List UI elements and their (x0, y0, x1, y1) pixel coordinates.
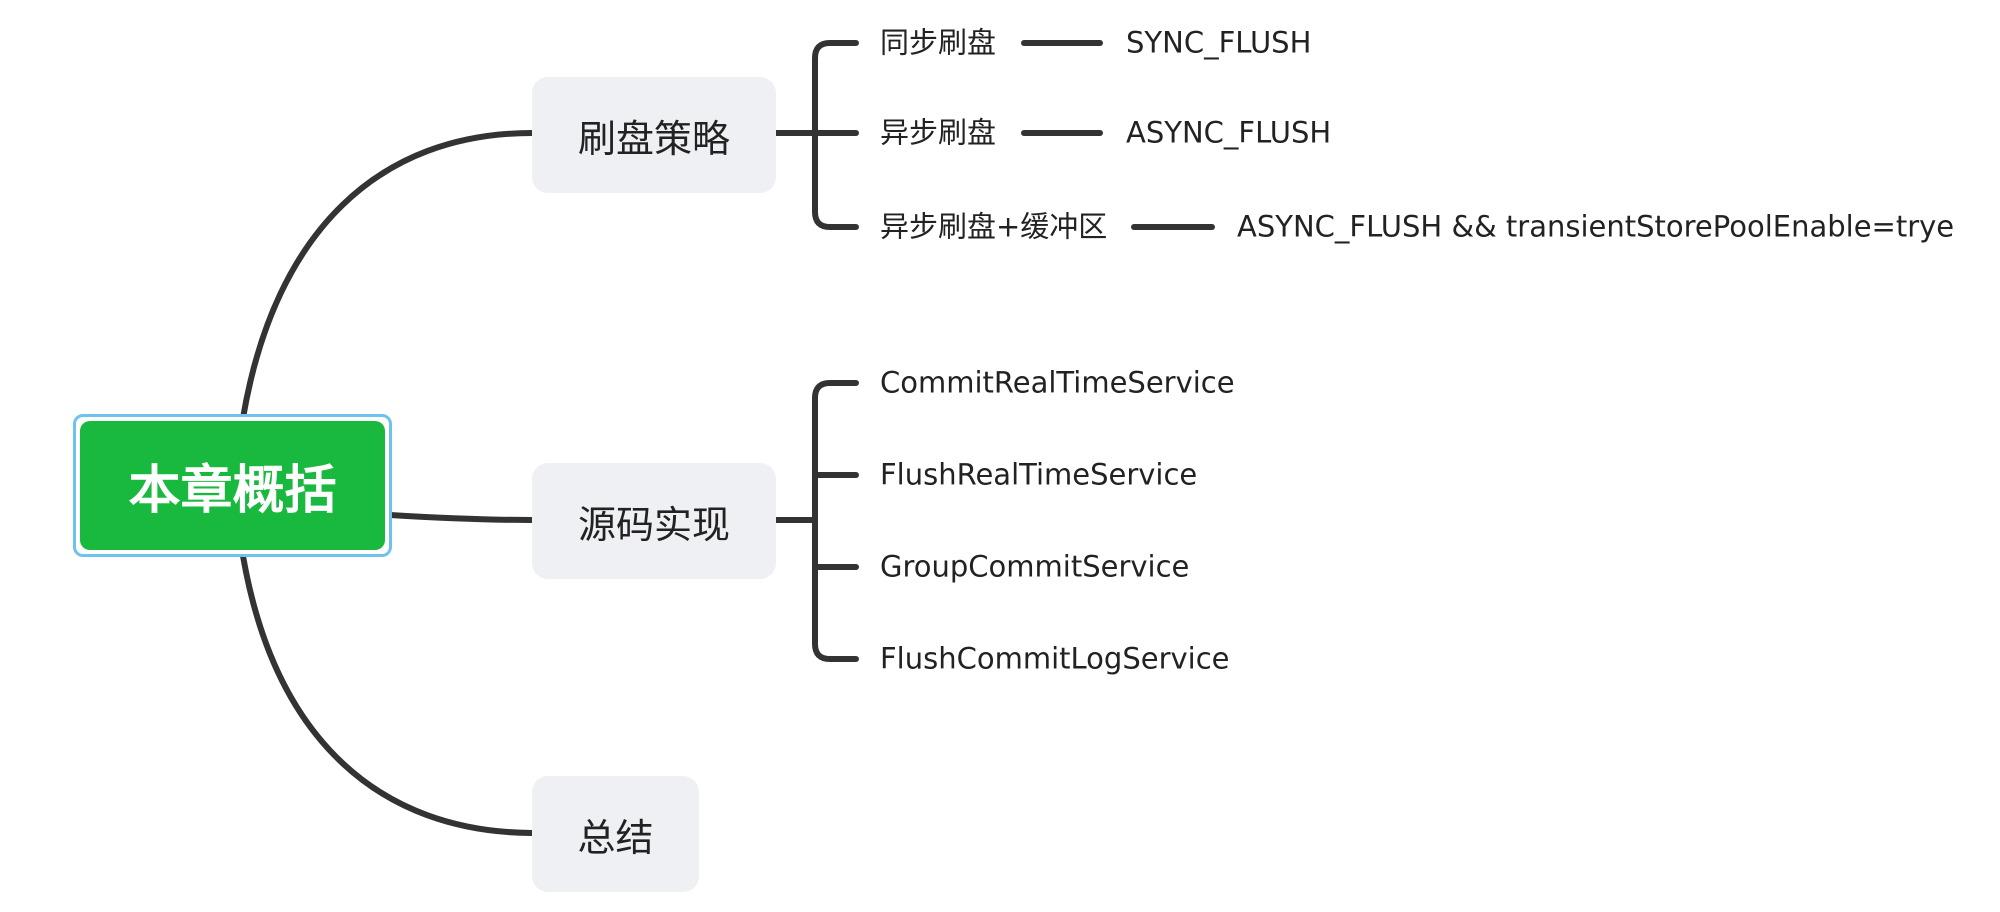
branch-node-source[interactable]: 源码实现 (532, 463, 776, 579)
leaf-sync-flush-label[interactable]: 同步刷盘 (880, 25, 997, 60)
branch-node-strategy[interactable]: 刷盘策略 (532, 77, 776, 193)
leaf-async-buffer-label[interactable]: 异步刷盘+缓冲区 (880, 209, 1108, 244)
root-node-label: 本章概括 (80, 421, 385, 550)
leaf-async-buffer-value[interactable]: ASYNC_FLUSH && transientStorePoolEnable=… (1237, 209, 1955, 244)
leaf-async-flush-value[interactable]: ASYNC_FLUSH (1126, 115, 1332, 150)
leaf-flush-commitlog-service[interactable]: FlushCommitLogService (880, 641, 1230, 676)
branch-node-source-label: 源码实现 (577, 502, 730, 547)
connector-root-summary (240, 553, 535, 836)
leaf-flush-realtime-service[interactable]: FlushRealTimeService (880, 457, 1198, 492)
connector-root-source (387, 512, 535, 523)
branch-node-summary[interactable]: 总结 (532, 776, 699, 892)
leaf-sync-flush-value[interactable]: SYNC_FLUSH (1126, 25, 1312, 60)
connector-source-bracket (812, 380, 859, 662)
branch-node-summary-label: 总结 (577, 815, 654, 860)
leaf-async-flush-label[interactable]: 异步刷盘 (880, 115, 997, 150)
leaf-group-commit-service[interactable]: GroupCommitService (880, 549, 1190, 584)
leaf-commit-realtime-service[interactable]: CommitRealTimeService (880, 365, 1235, 400)
branch-node-strategy-label: 刷盘策略 (577, 116, 730, 161)
root-node[interactable]: 本章概括 (73, 414, 392, 557)
connector-root-strategy (240, 130, 535, 421)
